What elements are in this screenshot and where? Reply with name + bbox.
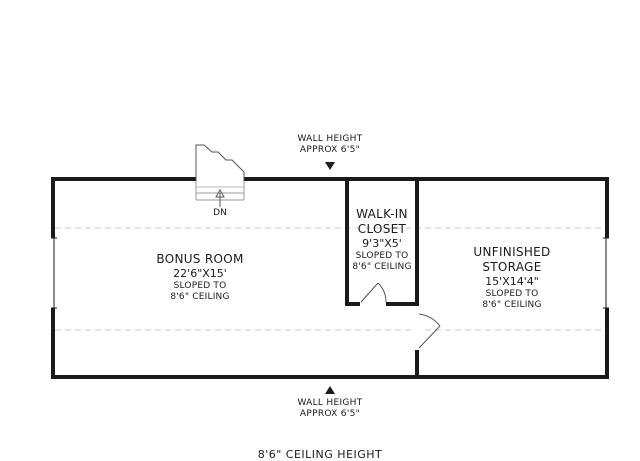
bonus-room-dims: 22'6"X15' — [173, 267, 227, 280]
closet-dims: 9'3"X5' — [362, 237, 402, 250]
wall-height-marker-bottom — [325, 386, 335, 394]
storage-door-opening — [413, 314, 421, 350]
storage-note1: SLOPED TO — [485, 288, 539, 299]
storage-note2: 8'6" CEILING — [482, 300, 542, 310]
bonus-room-note2: 8'6" CEILING — [170, 292, 230, 302]
closet-door-leaf — [360, 282, 379, 303]
wall-height-bottom-label: WALL HEIGHT APPROX 6'5" — [280, 398, 380, 421]
stairs — [195, 144, 245, 201]
closet-door-swing — [377, 282, 387, 303]
wall-height-bottom-line1: WALL HEIGHT — [297, 398, 363, 408]
bonus-room-name: BONUS ROOM — [156, 252, 244, 266]
closet-name2: CLOSET — [357, 222, 407, 236]
storage-name2: STORAGE — [482, 260, 542, 274]
stairs-label: DN — [213, 208, 227, 218]
ceiling-height-footer: 8'6" CEILING HEIGHT — [257, 448, 383, 461]
wall-height-top-label: WALL HEIGHT APPROX 6'5" — [280, 134, 380, 157]
storage-name1: UNFINISHED — [473, 245, 551, 259]
storage-door-swing — [418, 313, 441, 327]
closet-note1: SLOPED TO — [355, 250, 409, 261]
stair-arrow-head — [215, 188, 225, 198]
storage-door-leaf — [418, 325, 441, 349]
closet-note2: 8'6" CEILING — [352, 262, 412, 272]
wall-height-top-line2: APPROX 6'5" — [299, 145, 361, 156]
closet-label: WALK-IN CLOSET 9'3"X5' SLOPED TO 8'6" CE… — [347, 207, 417, 273]
storage-dims: 15'X14'4" — [485, 275, 539, 288]
wall-height-bottom-line2: APPROX 6'5" — [299, 409, 361, 420]
storage-label: UNFINISHED STORAGE 15'X14'4" SLOPED TO 8… — [432, 245, 592, 311]
closet-name1: WALK-IN — [356, 207, 408, 221]
bonus-room-label: BONUS ROOM 22'6"X15' SLOPED TO 8'6" CEIL… — [120, 252, 280, 303]
wall-height-top-line1: WALL HEIGHT — [297, 134, 363, 144]
wall-height-marker-top — [325, 162, 335, 170]
bonus-room-note1: SLOPED TO — [173, 280, 227, 291]
